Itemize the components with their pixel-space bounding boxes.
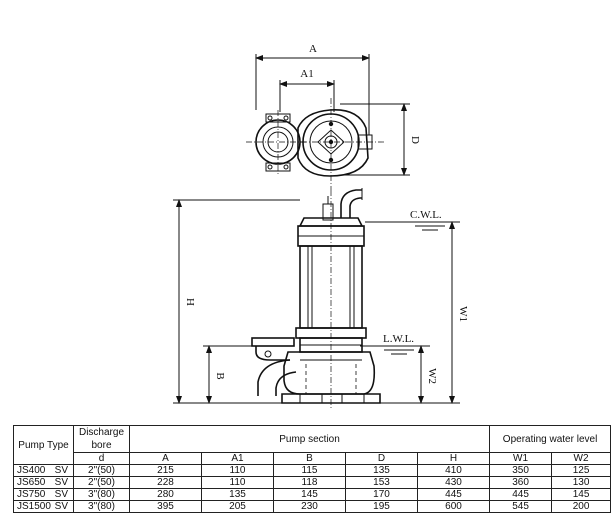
cell-b: 115: [273, 464, 346, 477]
header-pump-section: Pump section: [128, 425, 491, 453]
cell-a1: 135: [201, 488, 274, 501]
lwl-label: L.W.L.: [383, 333, 414, 345]
cell-w2: 130: [551, 476, 612, 489]
cell-d: 153: [345, 476, 418, 489]
cell-w1: 545: [489, 500, 553, 513]
top-view: A A1 D: [246, 43, 421, 190]
cell-w2: 125: [551, 464, 612, 477]
header-operating-water-level: Operating water level: [489, 425, 612, 453]
cell-w2: 145: [551, 488, 612, 501]
cell-w1: 360: [489, 476, 553, 489]
cell-bore: 3"(80): [73, 488, 130, 501]
cell-w1: 350: [489, 464, 553, 477]
cell-h: 430: [416, 476, 491, 489]
cell-h: 600: [416, 500, 491, 513]
header-pump-type: Pump Type: [13, 425, 74, 465]
cell-b: 230: [273, 500, 346, 513]
cell-bore: 2"(50): [73, 464, 130, 477]
cell-d: 170: [345, 488, 418, 501]
dim-d-label: D: [409, 136, 421, 144]
cell-bore: 2"(50): [73, 476, 130, 489]
cell-bore: 3"(80): [73, 500, 130, 513]
dim-h-label: H: [184, 298, 196, 306]
dim-a1-label: A1: [300, 68, 313, 80]
cell-a: 280: [129, 488, 202, 501]
cell-a: 228: [129, 476, 202, 489]
dim-w1-label: W1: [457, 306, 469, 322]
sub-a: A: [129, 452, 202, 465]
cell-d: 135: [345, 464, 418, 477]
cell-a1: 110: [201, 476, 274, 489]
sub-h: H: [416, 452, 491, 465]
dim-w2-label: W2: [426, 368, 438, 384]
cell-w2: 200: [551, 500, 612, 513]
header-discharge-bore: Discharge bore: [73, 425, 130, 453]
cell-a1: 110: [201, 464, 274, 477]
cell-h: 445: [416, 488, 491, 501]
cell-b: 118: [273, 476, 346, 489]
cell-a: 395: [129, 500, 202, 513]
dim-b-label: B: [214, 372, 226, 379]
pump-dimension-drawing: A A1 D: [173, 43, 469, 410]
dim-a-label: A: [309, 43, 317, 55]
sub-a1: A1: [201, 452, 274, 465]
cell-w1: 445: [489, 488, 553, 501]
sub-w2: W2: [551, 452, 612, 465]
spec-table: Pump Type Discharge bore Pump section Op…: [13, 425, 612, 513]
sub-w1: W1: [489, 452, 553, 465]
cell-d: 195: [345, 500, 418, 513]
cell-h: 410: [416, 464, 491, 477]
cell-a: 215: [129, 464, 202, 477]
side-view: H B C.W.L. L.W.L. W1 W2: [173, 188, 469, 410]
sub-d: d: [73, 452, 130, 465]
sub-b: B: [273, 452, 346, 465]
cwl-label: C.W.L.: [410, 209, 442, 221]
sub-d-dim: D: [345, 452, 418, 465]
cell-a1: 205: [201, 500, 274, 513]
cell-b: 145: [273, 488, 346, 501]
